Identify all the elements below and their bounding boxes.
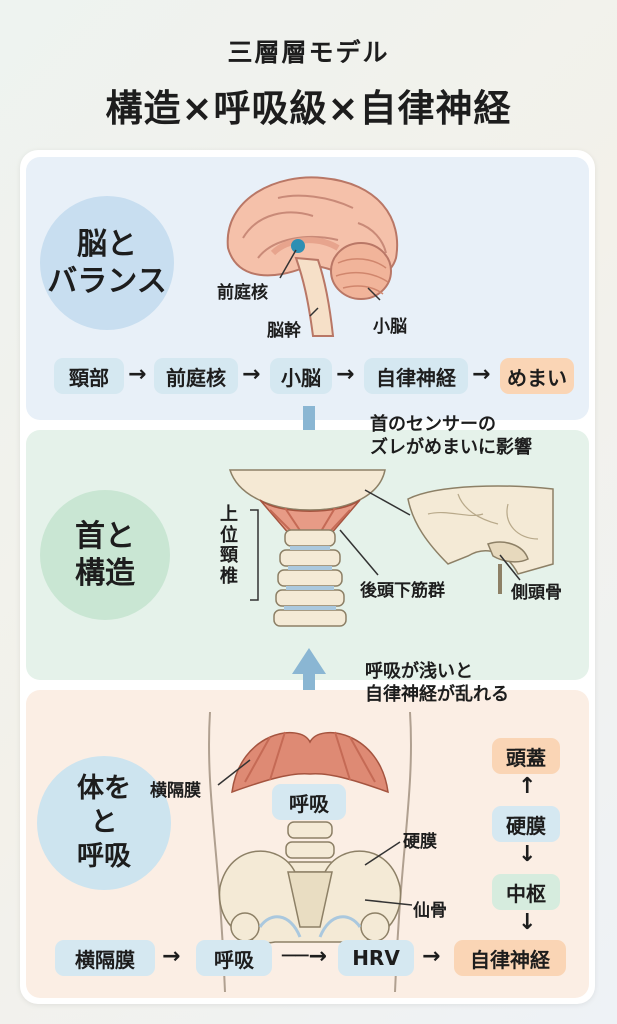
neck-structure-circle: 首と 構造 (40, 490, 170, 620)
bottom-hrv-pill: HRV (338, 940, 414, 976)
flow-arrow-3: → (336, 362, 355, 387)
suboccipital-label: 後頭下筋群 (360, 581, 445, 601)
page-subtitle: 三層層モデル (227, 38, 390, 67)
skull-side-illustration (407, 485, 554, 594)
bottom-breathing-pill: 呼吸 (196, 940, 272, 976)
central-pill: 中枢 (492, 874, 560, 910)
brain-balance-circle: 脳と バランス (40, 196, 174, 330)
temporal-bone-label: 側頭骨 (511, 583, 562, 603)
bottom-diaphragm-pill: 横隔膜 (55, 940, 155, 976)
cerebellum-label: 小脳 (373, 317, 407, 337)
flow-vestibular-pill: 前庭核 (154, 358, 238, 394)
flow-neck-pill: 頸部 (54, 358, 124, 394)
page-title: 構造×呼吸級×自律神経 (105, 87, 512, 130)
bottom-arrow-2: ──→ (282, 944, 327, 969)
body-breathing-circle: 体を と 呼吸 (37, 756, 171, 890)
breathing-pill: 呼吸 (272, 784, 346, 820)
breathing-note: 呼吸が浅いと 自律神経が乱れる (365, 661, 509, 706)
flow-cerebellum-pill: 小脳 (270, 358, 332, 394)
diaphragm-label: 横隔膜 (150, 781, 201, 801)
vestibular-nucleus-label: 前庭核 (217, 283, 268, 303)
bottom-arrow-1: → (162, 944, 181, 969)
dura-pill: 硬膜 (492, 806, 560, 842)
flow-arrow-1: → (128, 362, 147, 387)
sacrum-label: 仙骨 (413, 901, 447, 921)
brain-illustration (226, 176, 399, 337)
brainstem-label: 脳幹 (267, 321, 301, 341)
flow-dizziness-pill: めまい (500, 358, 574, 394)
skull-pill: 頭蓋 (492, 738, 560, 774)
vflow-arrow-down-2: ↓ (518, 910, 537, 935)
bottom-autonomic-pill: 自律神経 (454, 940, 566, 976)
flow-arrow-2: → (242, 362, 261, 387)
torso-illustration (208, 711, 412, 993)
vflow-arrow-up: ↑ (518, 774, 537, 799)
bottom-arrow-3: → (422, 944, 441, 969)
dura-label: 硬膜 (403, 832, 437, 852)
flow-autonomic-pill: 自律神経 (364, 358, 468, 394)
neck-sensor-note: 首のセンサーの ズレがめまいに影響 (370, 414, 532, 459)
cervical-spine-illustration (228, 469, 386, 627)
flow-arrow-4: → (472, 362, 491, 387)
upper-cervical-label: 上位頸椎 (220, 504, 238, 588)
vflow-arrow-down-1: ↓ (518, 842, 537, 867)
